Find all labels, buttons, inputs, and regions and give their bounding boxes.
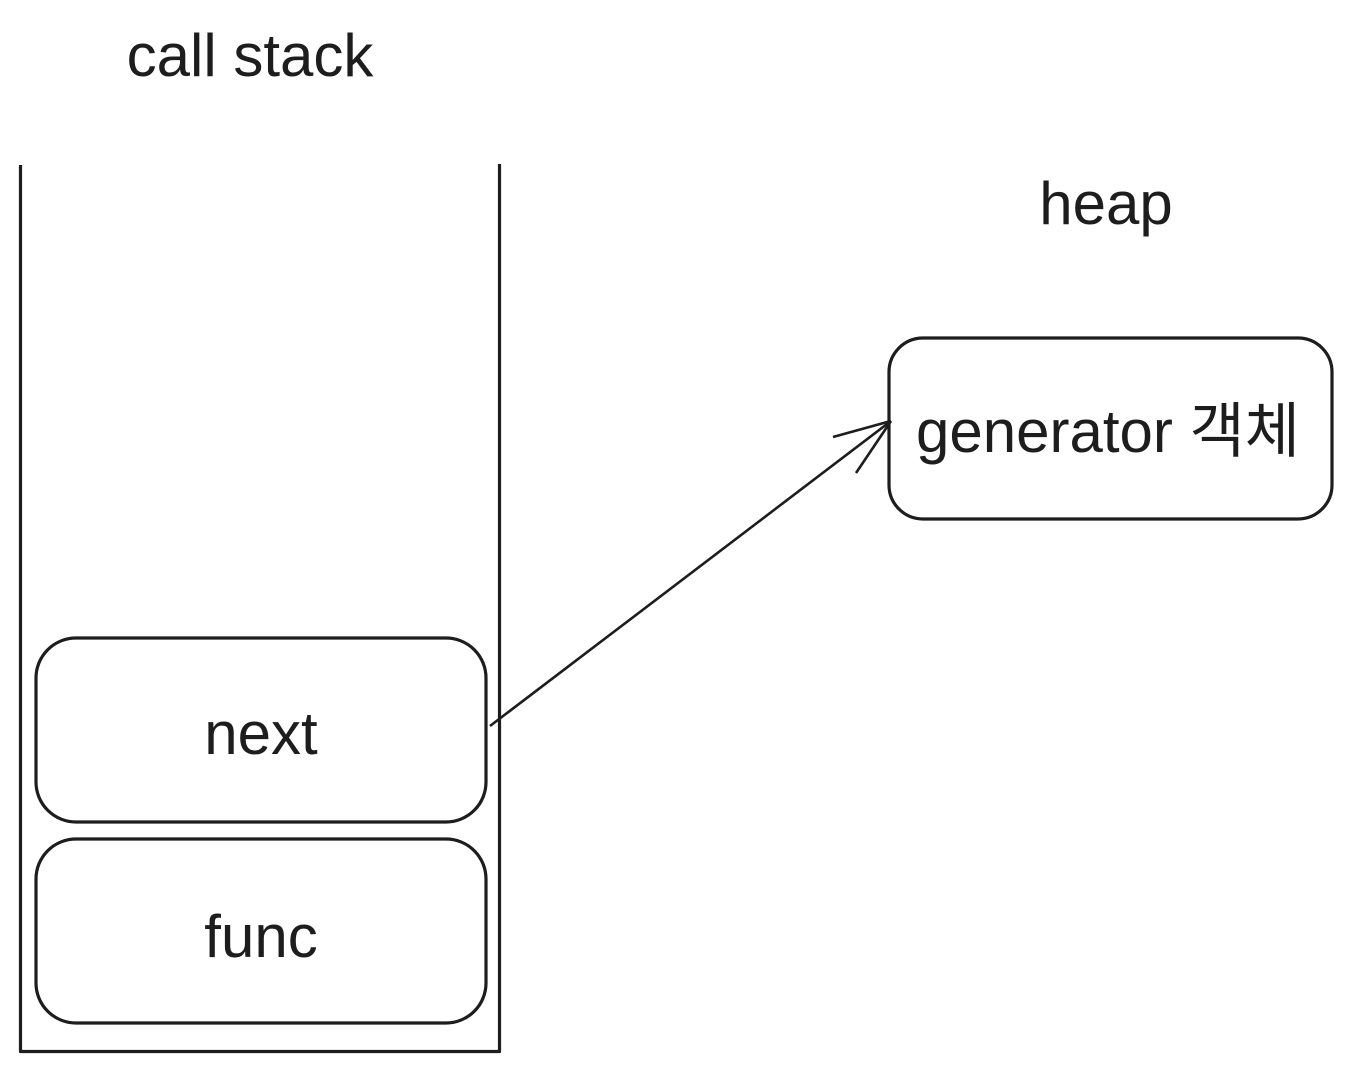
call-stack-container xyxy=(18,164,502,1054)
pointer-arrow-next-to-generator xyxy=(489,419,893,728)
call-stack-label: call stack xyxy=(127,22,375,89)
stack-frame-func-label: func xyxy=(204,903,317,970)
heap-object-generator-label: generator 객체 xyxy=(916,398,1300,465)
stack-frame-func-box[interactable] xyxy=(34,837,488,1025)
pointer-arrow-barb-lower xyxy=(854,420,893,474)
pointer-arrow-shaft xyxy=(489,419,892,728)
heap-label: heap xyxy=(1039,170,1172,237)
heap-object-generator-box[interactable] xyxy=(887,336,1334,521)
heap-object-generator[interactable]: generator 객체 xyxy=(887,336,1334,521)
stack-frame-next[interactable]: next xyxy=(34,636,488,824)
stack-frame-next-label: next xyxy=(204,700,318,767)
stack-frame-next-box[interactable] xyxy=(34,636,488,824)
stack-frame-func[interactable]: func xyxy=(34,837,488,1025)
pointer-arrow-barb-upper xyxy=(832,419,892,439)
